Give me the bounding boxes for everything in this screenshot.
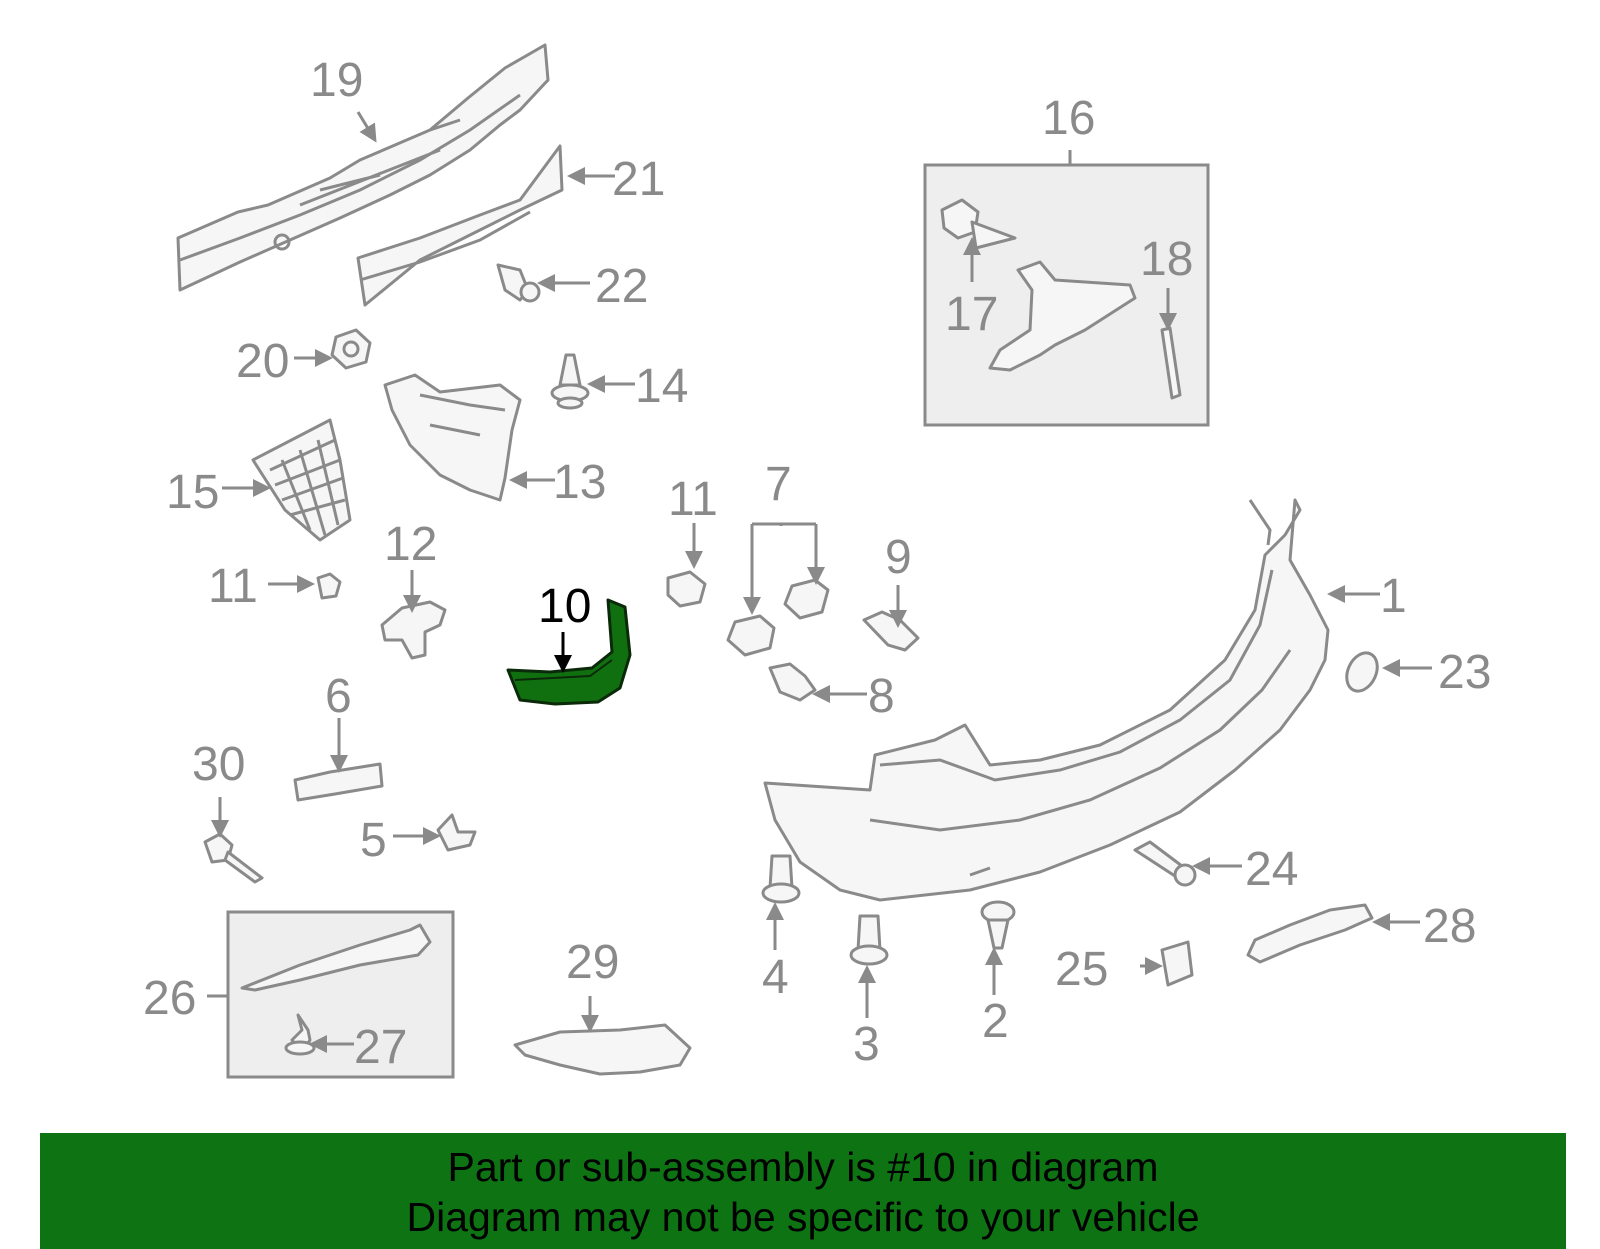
banner-line-1: Part or sub-assembly is #10 in diagram <box>447 1144 1159 1190</box>
part-24-tow-eye <box>1133 840 1197 887</box>
callout-9: 9 <box>885 531 912 584</box>
part-5-bracket <box>436 813 477 852</box>
part-1-bumper-cover <box>763 498 1330 902</box>
callout-18: 18 <box>1140 233 1193 286</box>
part-30-bolt <box>203 832 264 884</box>
part-28-reflector <box>1246 903 1374 964</box>
callout-26: 26 <box>143 972 196 1025</box>
part-13-bracket <box>383 373 522 502</box>
part-29-reflector <box>513 1023 692 1076</box>
callout-28: 28 <box>1423 900 1476 953</box>
callout-30: 30 <box>192 738 245 791</box>
part-16-box <box>923 163 1210 427</box>
part-8-retainer <box>768 662 817 702</box>
callout-8: 8 <box>868 670 895 723</box>
callout-29: 29 <box>566 936 619 989</box>
callout-17: 17 <box>945 288 998 341</box>
callout-22: 22 <box>595 260 648 313</box>
callout-10: 10 <box>538 580 591 633</box>
callout-13: 13 <box>553 456 606 509</box>
part-19-reinforcement-beam <box>176 43 550 292</box>
part-12-bracket <box>380 600 447 660</box>
part-15-grille <box>251 418 352 542</box>
callout-3: 3 <box>853 1018 880 1071</box>
leader-lines <box>207 111 1432 1053</box>
callout-labels: 19 21 22 20 14 13 15 11 12 11 10 7 8 9 6… <box>143 54 1491 1074</box>
part-20-nut <box>330 328 372 370</box>
part-7-retainers <box>726 578 830 657</box>
part-23-ring <box>1345 651 1379 693</box>
callout-1: 1 <box>1380 570 1407 623</box>
callout-15: 15 <box>166 466 219 519</box>
info-banner: Part or sub-assembly is #10 in diagram D… <box>40 1133 1566 1249</box>
part-9-retainer <box>862 610 920 652</box>
part-22-clip <box>496 263 541 303</box>
part-10-highlighted <box>506 598 632 706</box>
part-14-push-pin <box>550 353 590 410</box>
callout-19: 19 <box>310 54 363 107</box>
part-3-bolt <box>849 914 889 966</box>
callout-2: 2 <box>982 995 1009 1048</box>
callout-21: 21 <box>612 153 665 206</box>
part-4-bolt <box>761 854 801 904</box>
callout-11-right: 11 <box>668 473 718 526</box>
callout-11-left: 11 <box>208 560 258 613</box>
callout-27: 27 <box>354 1021 407 1074</box>
part-26-box <box>226 910 455 1079</box>
callout-4: 4 <box>762 951 789 1004</box>
callout-6: 6 <box>325 670 352 723</box>
callout-16: 16 <box>1042 92 1095 145</box>
callout-5: 5 <box>360 814 387 867</box>
callout-12: 12 <box>384 518 437 571</box>
part-2-clip <box>980 900 1016 950</box>
callout-7: 7 <box>765 458 792 511</box>
callout-23: 23 <box>1438 646 1491 699</box>
callout-24: 24 <box>1245 843 1298 896</box>
callout-20: 20 <box>236 335 289 388</box>
part-11-clip-right <box>666 570 707 608</box>
callout-14: 14 <box>635 360 688 413</box>
part-21-absorber <box>356 144 564 307</box>
part-25-block <box>1160 940 1194 987</box>
part-11-clip-left <box>316 572 342 600</box>
banner-line-2: Diagram may not be specific to your vehi… <box>406 1194 1200 1240</box>
callout-25: 25 <box>1055 943 1108 996</box>
